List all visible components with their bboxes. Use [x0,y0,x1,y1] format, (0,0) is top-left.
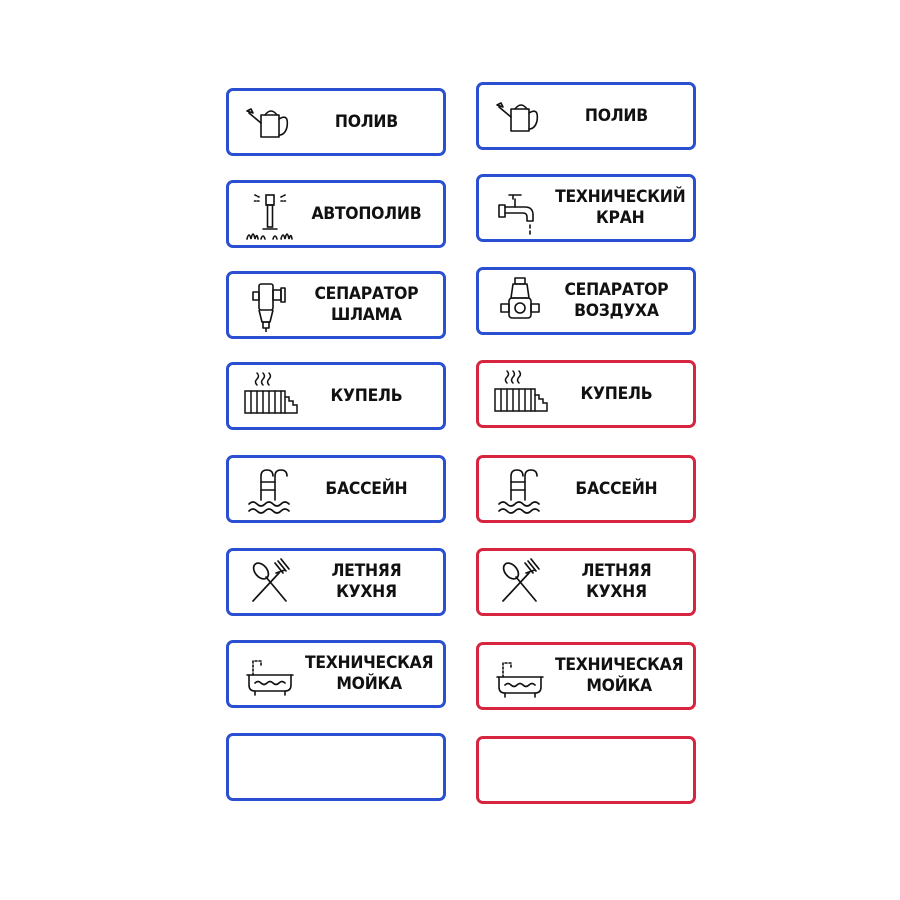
label-sticker-autopoliv: АВТОПОЛИВ [226,180,446,248]
sticker-label: БАССЕЙН [575,478,658,499]
spoon-fork-icon [491,553,549,611]
sticker-label: КУПЕЛЬ [580,383,653,404]
swimming-pool-icon [241,460,299,518]
label-sticker-polivl: ПОЛИВ [226,88,446,156]
sprinkler-icon [241,185,299,243]
label-sticker-kupel: КУПЕЛЬ [476,360,696,428]
sauna-tub-icon [491,365,549,423]
water-tap-icon [491,179,549,237]
label-sticker-poliv: ПОЛИВ [476,82,696,150]
swimming-pool-icon [491,460,549,518]
sticker-label: ПОЛИВ [334,111,398,132]
label-sticker-blank [476,736,696,804]
watering-can-icon [241,93,299,151]
sticker-label: АВТОПОЛИВ [311,203,422,224]
label-sticker-kupel: КУПЕЛЬ [226,362,446,430]
sticker-label: БАССЕЙН [325,478,408,499]
air-separator-icon [491,272,549,330]
label-sticker-pool: БАССЕЙН [476,455,696,523]
label-sticker-pool: БАССЕЙН [226,455,446,523]
sticker-label: КУПЕЛЬ [330,385,403,406]
watering-can-icon [491,87,549,145]
sink-icon [491,647,549,705]
sink-icon [241,645,299,703]
spoon-fork-icon [241,553,299,611]
label-sticker-blank [226,733,446,801]
sauna-tub-icon [241,367,299,425]
sludge-separator-icon [241,276,299,334]
sticker-label: ПОЛИВ [584,105,648,126]
